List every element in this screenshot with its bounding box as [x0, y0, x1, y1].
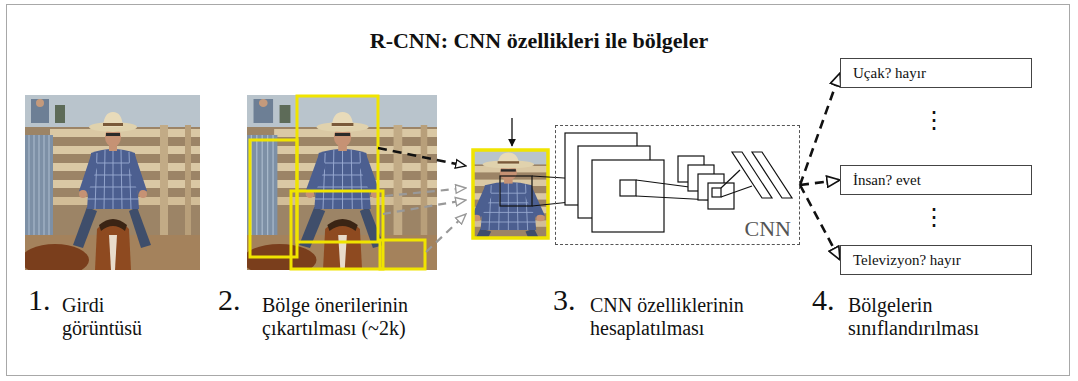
ellipsis-dots: ⋮: [922, 203, 942, 231]
dashed-arrow: [800, 180, 840, 185]
drawing-rect: [708, 183, 734, 209]
drawing-rect: [500, 176, 532, 206]
drawing-rect: [712, 188, 721, 197]
drawing-rect: [620, 180, 636, 196]
dashed-arrow: [800, 185, 840, 260]
drawing-line: [721, 186, 752, 197]
input-image: [21, 95, 200, 276]
step-caption: Bölgelerin sınıflandırılması: [848, 294, 1026, 340]
network-name: CNN: [745, 217, 791, 241]
drawing-path: [383, 200, 466, 214]
class-output-box: İnsan? evet: [840, 165, 1032, 195]
drawing-line: [721, 170, 740, 188]
region-arrows: [378, 148, 466, 252]
drawing-path: [385, 188, 466, 196]
drawing-path: [378, 148, 466, 166]
class-label: İnsan? evet: [853, 166, 921, 194]
step-number: 2.: [218, 282, 241, 317]
cnn-dashed-box: CNN: [555, 125, 800, 245]
class-output-box: Televizyon? hayır: [840, 245, 1032, 275]
step-number: 3.: [553, 282, 576, 317]
class-label: Televizyon? hayır: [853, 246, 961, 274]
drawing-rect: [380, 240, 425, 269]
drawing-rect: [473, 150, 548, 238]
dashed-arrow: [800, 73, 840, 185]
step-caption: Bölge önerilerinin çıkartılması (~2k): [262, 294, 472, 340]
drawing-use: [21, 95, 200, 276]
drawing-path: [426, 214, 466, 252]
class-output-box: Uçak? hayır: [840, 58, 1032, 88]
step-number: 1.: [28, 282, 51, 317]
proposal-image: [243, 95, 437, 276]
drawing-rect: [297, 96, 378, 242]
drawing-rect: [592, 160, 664, 232]
drawing-g: [250, 96, 425, 269]
drawing-line: [511, 118, 512, 146]
drawing-use: [243, 95, 437, 276]
class-label: Uçak? hayır: [853, 59, 926, 87]
ellipsis-dots: ⋮: [922, 106, 942, 134]
drawing-polygon: [752, 152, 792, 198]
step-number: 4.: [812, 282, 835, 317]
figure-title: R-CNN: CNN özellikleri ile bölgeler: [0, 28, 1078, 54]
step-caption: CNN özelliklerinin hesaplatılması: [590, 294, 790, 340]
step-caption: Girdi görüntüsü: [62, 294, 162, 340]
drawing-rect: [291, 191, 383, 269]
